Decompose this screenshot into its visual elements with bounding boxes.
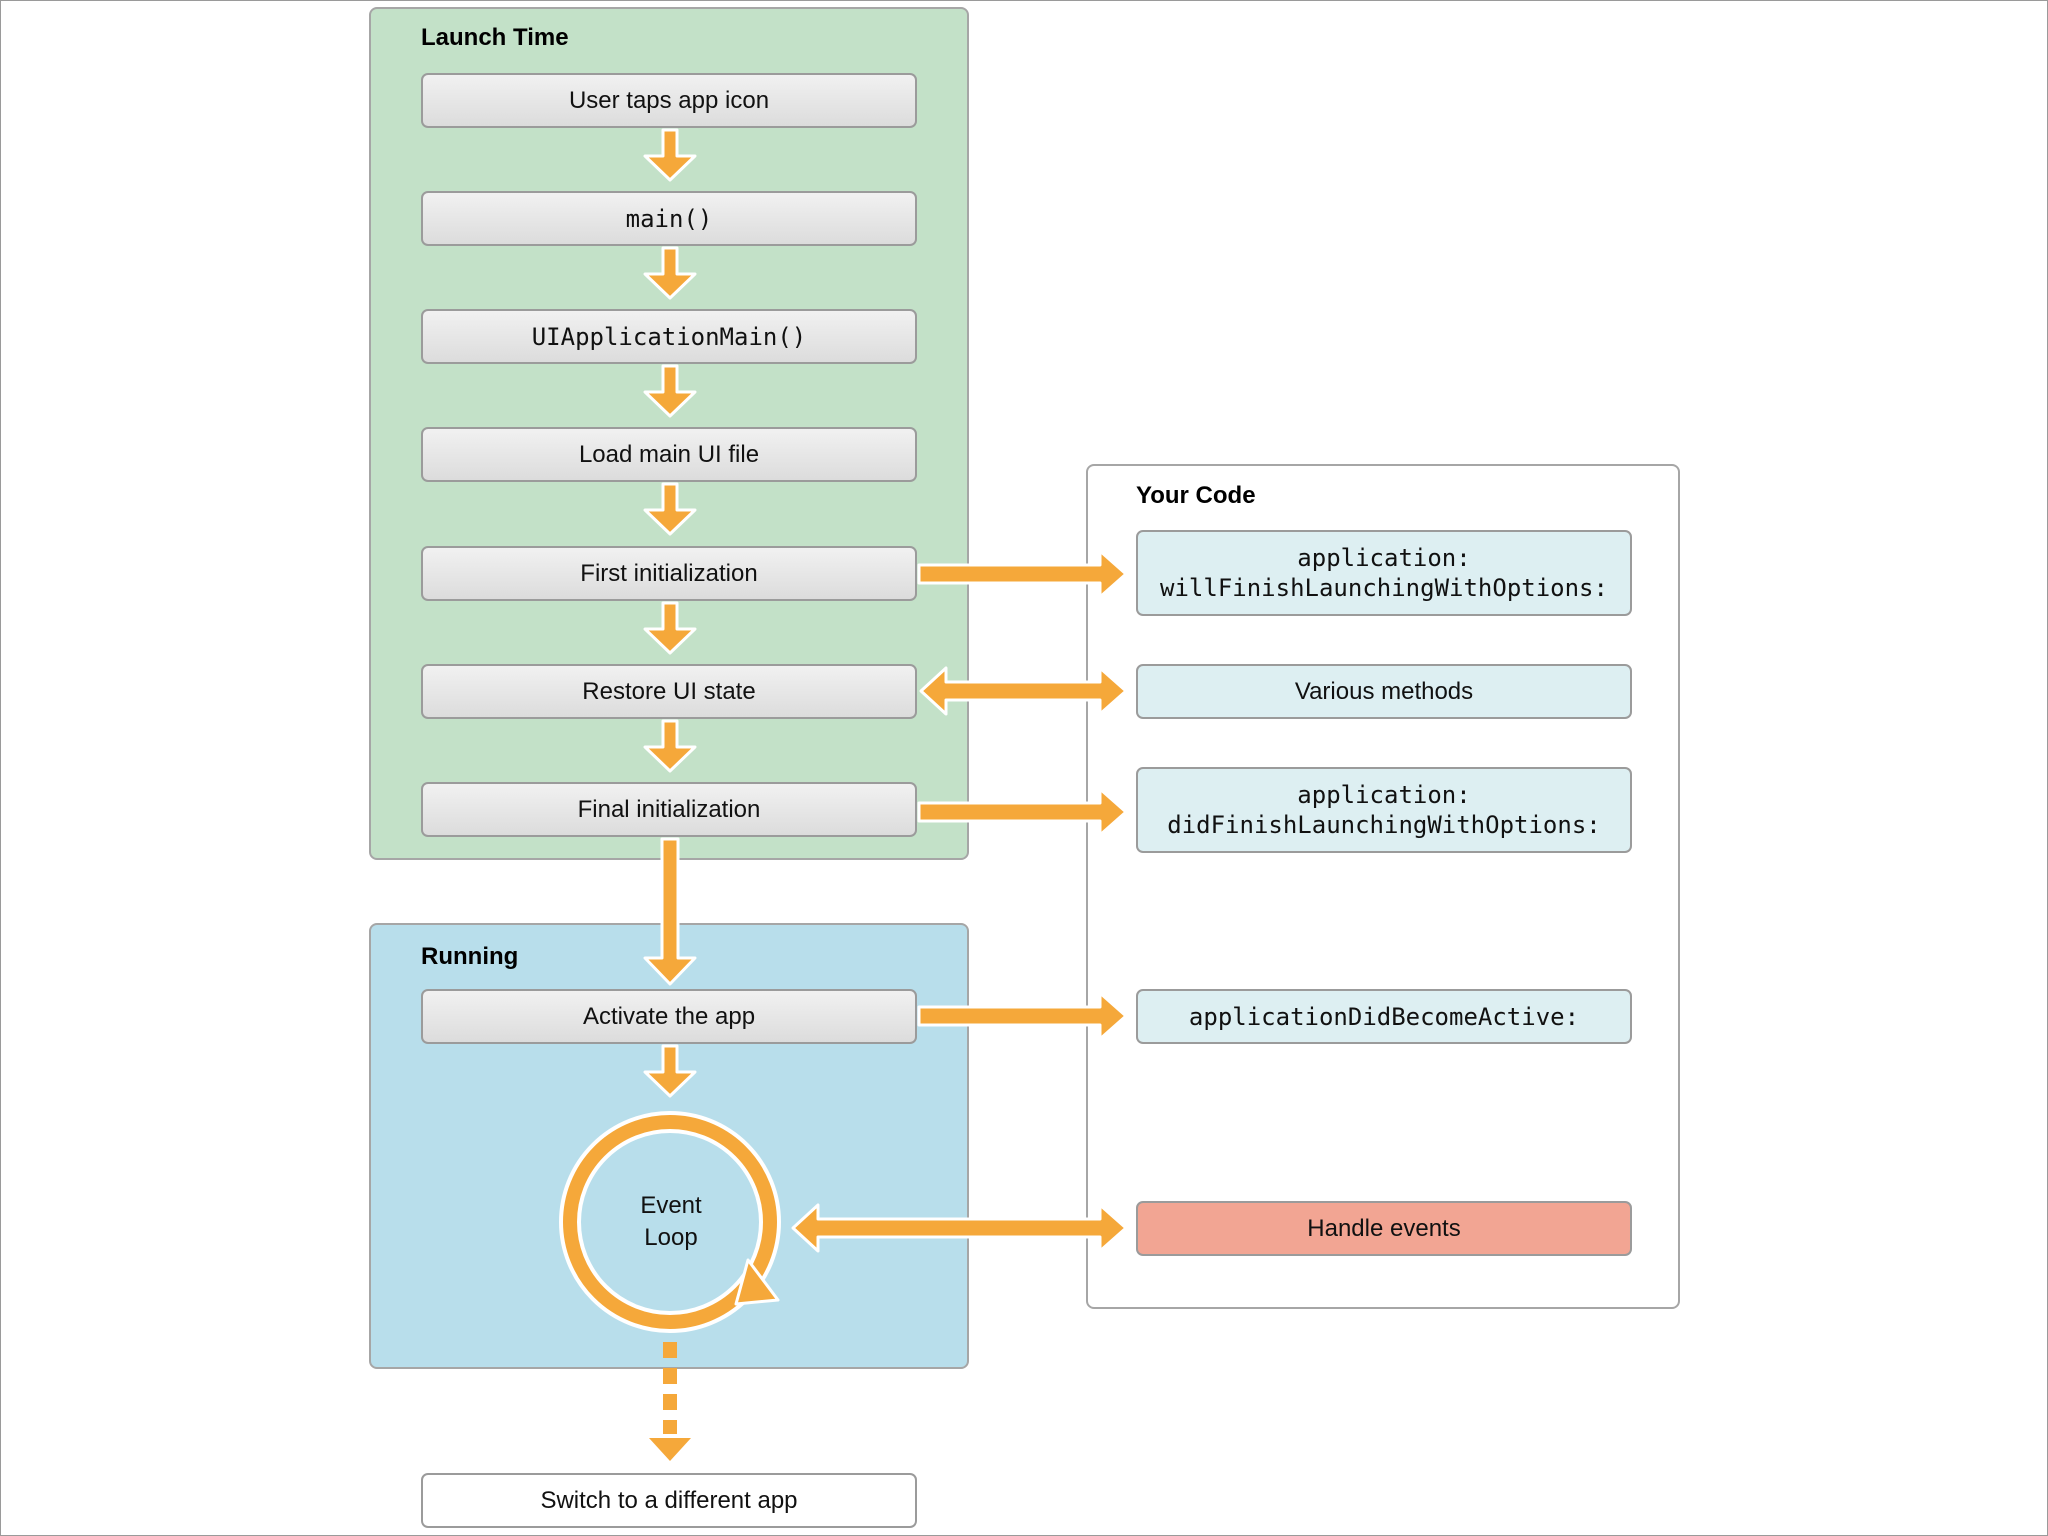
handle-events-box: Handle events xyxy=(1136,1201,1632,1256)
arrow-first-to-restore xyxy=(643,601,697,655)
arrow-tap-to-main xyxy=(643,128,697,182)
arrow-loop-to-switch-dashed xyxy=(649,1342,691,1461)
your-code-title: Your Code xyxy=(1136,482,1256,509)
arrow-uiapp-to-load xyxy=(643,364,697,418)
arrow-first-to-will-finish xyxy=(917,549,1128,599)
did-finish-launching-method: application: didFinishLaunchingWithOptio… xyxy=(1136,767,1632,853)
arrow-main-to-uiapp xyxy=(643,246,697,300)
launch-time-title: Launch Time xyxy=(421,24,569,51)
load-main-ui-file-step: Load main UI file xyxy=(421,427,917,482)
event-loop-arrowhead xyxy=(734,1258,780,1306)
user-taps-app-icon-step: User taps app icon xyxy=(421,73,917,128)
arrow-restore-to-final xyxy=(643,719,697,773)
uiapplicationmain-step: UIApplicationMain() xyxy=(421,309,917,364)
arrow-load-to-first xyxy=(643,482,697,536)
arrow-final-to-activate xyxy=(643,837,697,986)
activate-the-app-step: Activate the app xyxy=(421,989,917,1044)
switch-to-different-app-step: Switch to a different app xyxy=(421,1473,917,1528)
various-methods: Various methods xyxy=(1136,664,1632,719)
did-become-active-method: applicationDidBecomeActive: xyxy=(1136,989,1632,1044)
first-initialization-step: First initialization xyxy=(421,546,917,601)
restore-ui-state-step: Restore UI state xyxy=(421,664,917,719)
event-loop-label: Event Loop xyxy=(640,1192,702,1251)
arrow-loop-handle-events-bidirectional xyxy=(791,1203,1128,1253)
running-title: Running xyxy=(421,943,519,970)
event-loop-ring xyxy=(563,1115,777,1329)
main-function-step: main() xyxy=(421,191,917,246)
will-finish-launching-method: application: willFinishLaunchingWithOpti… xyxy=(1136,530,1632,616)
arrow-restore-various-bidirectional xyxy=(919,666,1128,716)
arrow-activate-to-did-become-active xyxy=(917,991,1128,1041)
arrow-final-to-did-finish xyxy=(917,787,1128,837)
final-initialization-step: Final initialization xyxy=(421,782,917,837)
arrow-activate-to-loop xyxy=(643,1044,697,1098)
